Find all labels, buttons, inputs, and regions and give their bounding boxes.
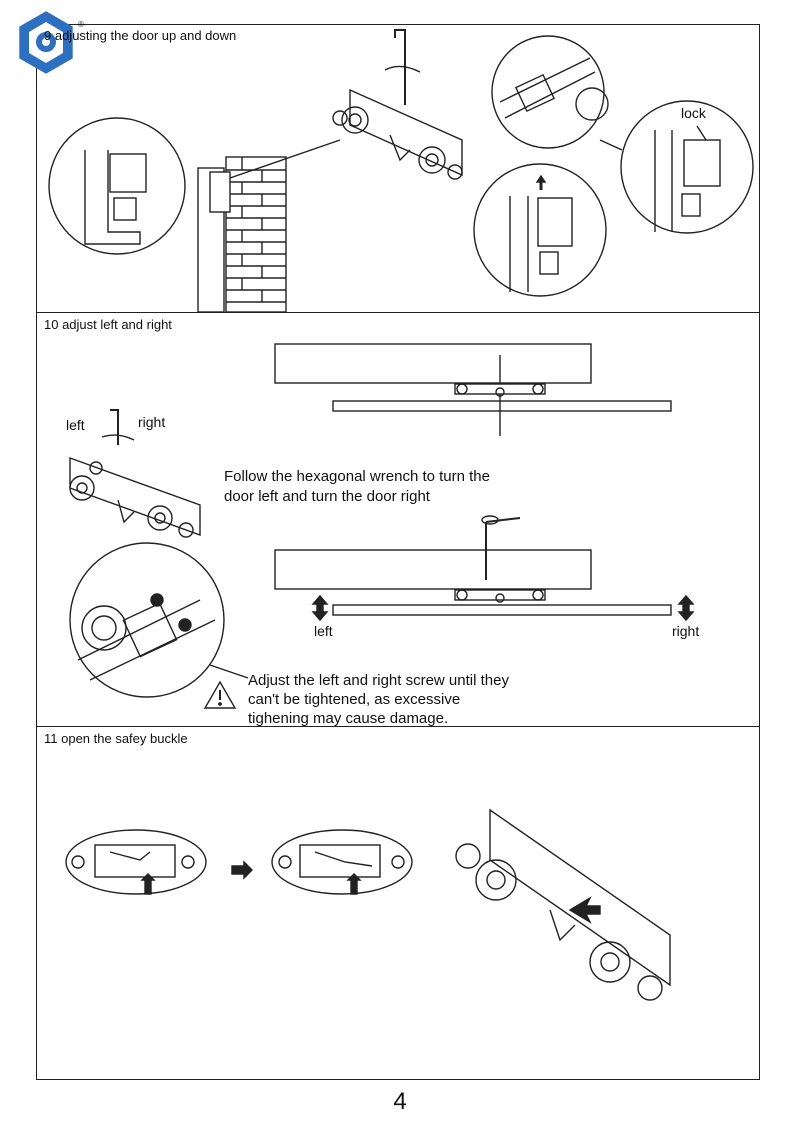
section-11-title: 11 open the safey buckle	[44, 731, 188, 746]
wrench-left-label: left	[66, 417, 85, 433]
instruction-line-1: Follow the hexagonal wrench to turn the	[224, 468, 490, 485]
page-frame	[36, 24, 760, 1080]
wrench-right-label: right	[138, 414, 166, 430]
warning-line-3: tighening may cause damage.	[248, 710, 449, 727]
section-divider	[36, 726, 760, 727]
warning-line-1: Adjust the left and right screw until th…	[248, 672, 509, 689]
section-9-title: 9 adjusting the door up and down	[44, 28, 237, 43]
section-divider	[36, 312, 760, 313]
rail-right-label: right	[672, 623, 700, 639]
lock-label: lock	[681, 105, 706, 121]
rail-left-label: left	[314, 623, 333, 639]
registered-mark: ®	[78, 20, 84, 29]
warning-line-2: can't be tightened, as excessive	[248, 691, 461, 708]
instruction-line-2: door left and turn the door right	[224, 488, 430, 505]
section-10-title: 10 adjust left and right	[44, 317, 172, 332]
page-number: 4	[393, 1088, 407, 1115]
